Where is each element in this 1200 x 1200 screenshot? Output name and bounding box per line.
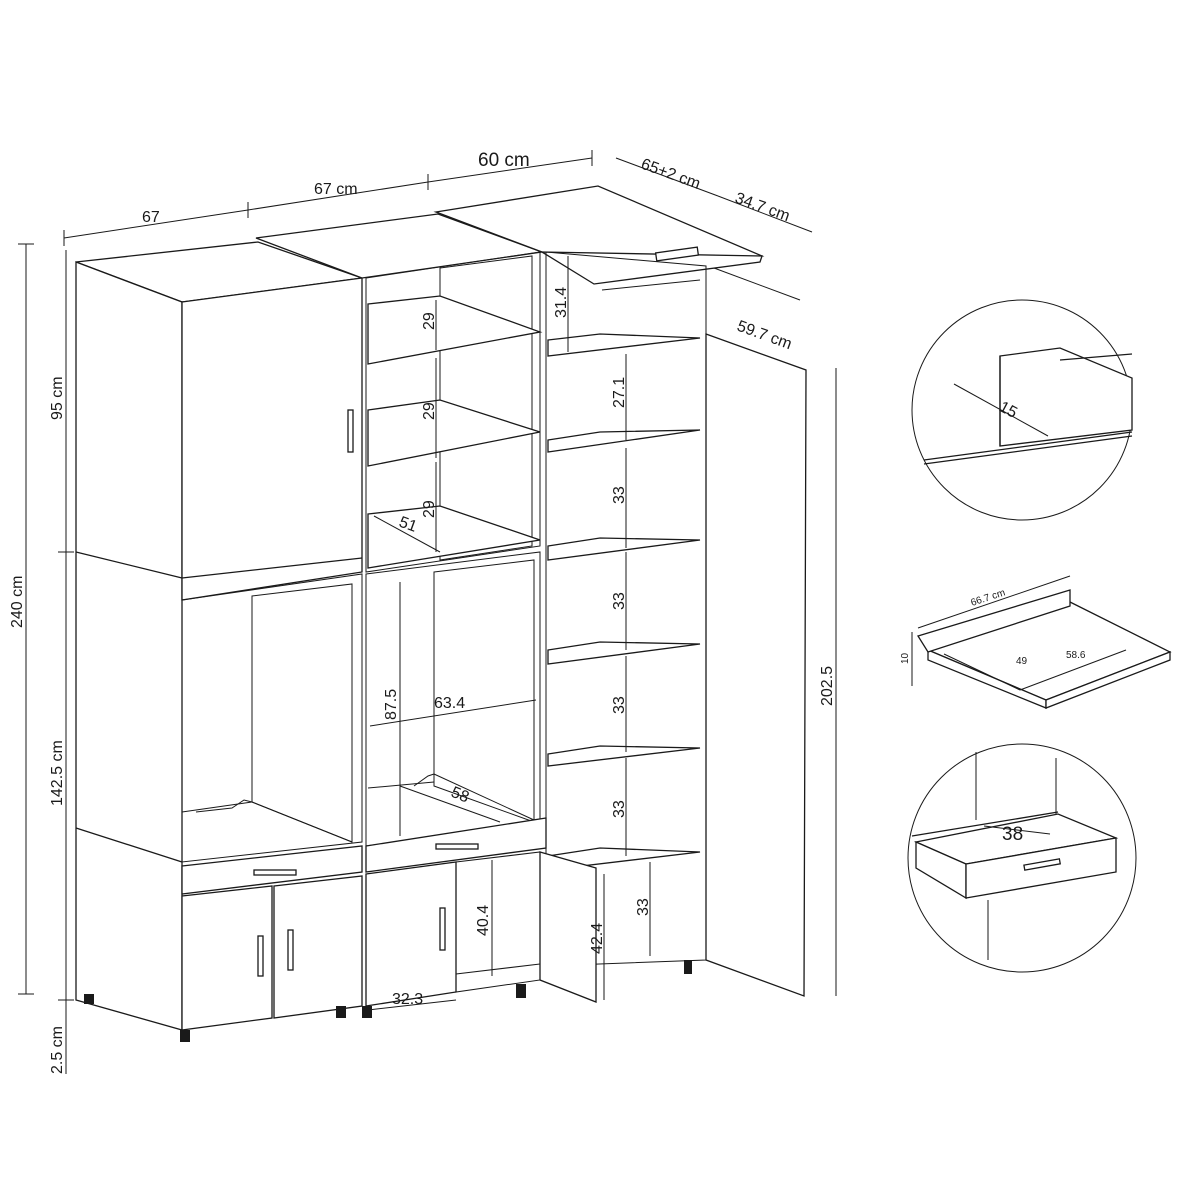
dim-detail-2-width: 66.7 cm: [970, 587, 1007, 608]
dim-detail-1: 15: [996, 399, 1020, 422]
dim-detail-2-depth: 49: [1016, 656, 1028, 667]
handle-icon: [654, 246, 700, 262]
dim-right-2: 33: [611, 486, 628, 504]
handle-icon: [439, 907, 446, 951]
dim-niche-height: 87.5: [383, 689, 400, 720]
middle-module: [255, 213, 547, 1018]
right-shelves: [547, 333, 701, 871]
detail-drawer: [907, 743, 1137, 973]
dim-right-6: 33: [635, 898, 652, 916]
dim-niche-width: 63.4: [434, 695, 465, 712]
handle-icon: [257, 935, 264, 977]
dim-top-right: 60 cm: [478, 150, 530, 171]
dim-door-small: 42.4: [589, 923, 606, 954]
dim-niche-depth: 58: [449, 784, 472, 806]
dim-top-depth: 65+2 cm: [639, 156, 703, 193]
dim-right-top: 31.4: [553, 287, 570, 318]
middle-shelves: [367, 295, 543, 569]
dim-height-feet: 2.5 cm: [49, 1026, 66, 1074]
dim-shelf-depth: 51: [397, 514, 420, 536]
top-dimension-lines: [63, 150, 813, 301]
dim-height-total: 240 cm: [9, 576, 26, 628]
handle-icon: [347, 409, 354, 453]
dim-top-left: 67: [142, 209, 160, 226]
dim-detail-2-inner: 58.6: [1066, 650, 1086, 661]
dim-right-1: 27.1: [611, 377, 628, 408]
handle-icon: [435, 843, 479, 850]
dim-bottom-width: 32.3: [392, 991, 423, 1008]
dim-height-upper: 95 cm: [49, 376, 66, 420]
dim-height-lower: 142.5 cm: [49, 740, 66, 806]
dim-detail-2-height: 10: [900, 652, 911, 664]
handle-icon: [253, 869, 297, 876]
dim-right-5: 33: [611, 800, 628, 818]
dim-right-3: 33: [611, 592, 628, 610]
detail-pull-shelf: [911, 575, 1172, 709]
dim-height-right: 202.5: [819, 666, 836, 706]
left-dimension-lines: [18, 243, 74, 1074]
left-module: [75, 241, 363, 1042]
right-module: [433, 185, 807, 1003]
dim-shelf-3: 29: [421, 500, 438, 518]
dim-detail-3: 38: [1002, 824, 1023, 845]
detail-top-drawer: [911, 299, 1133, 521]
handle-icon: [1023, 858, 1062, 871]
dim-right-4: 33: [611, 696, 628, 714]
handle-icon: [287, 929, 294, 971]
dim-top-depth-ext: 34.7 cm: [733, 190, 792, 225]
dim-bottom-height: 40.4: [475, 905, 492, 936]
dim-top-mid: 67 cm: [314, 181, 358, 198]
internal-dimension-lines: [367, 256, 837, 1011]
dim-shelf-1: 29: [421, 312, 438, 330]
dim-shelf-2: 29: [421, 402, 438, 420]
